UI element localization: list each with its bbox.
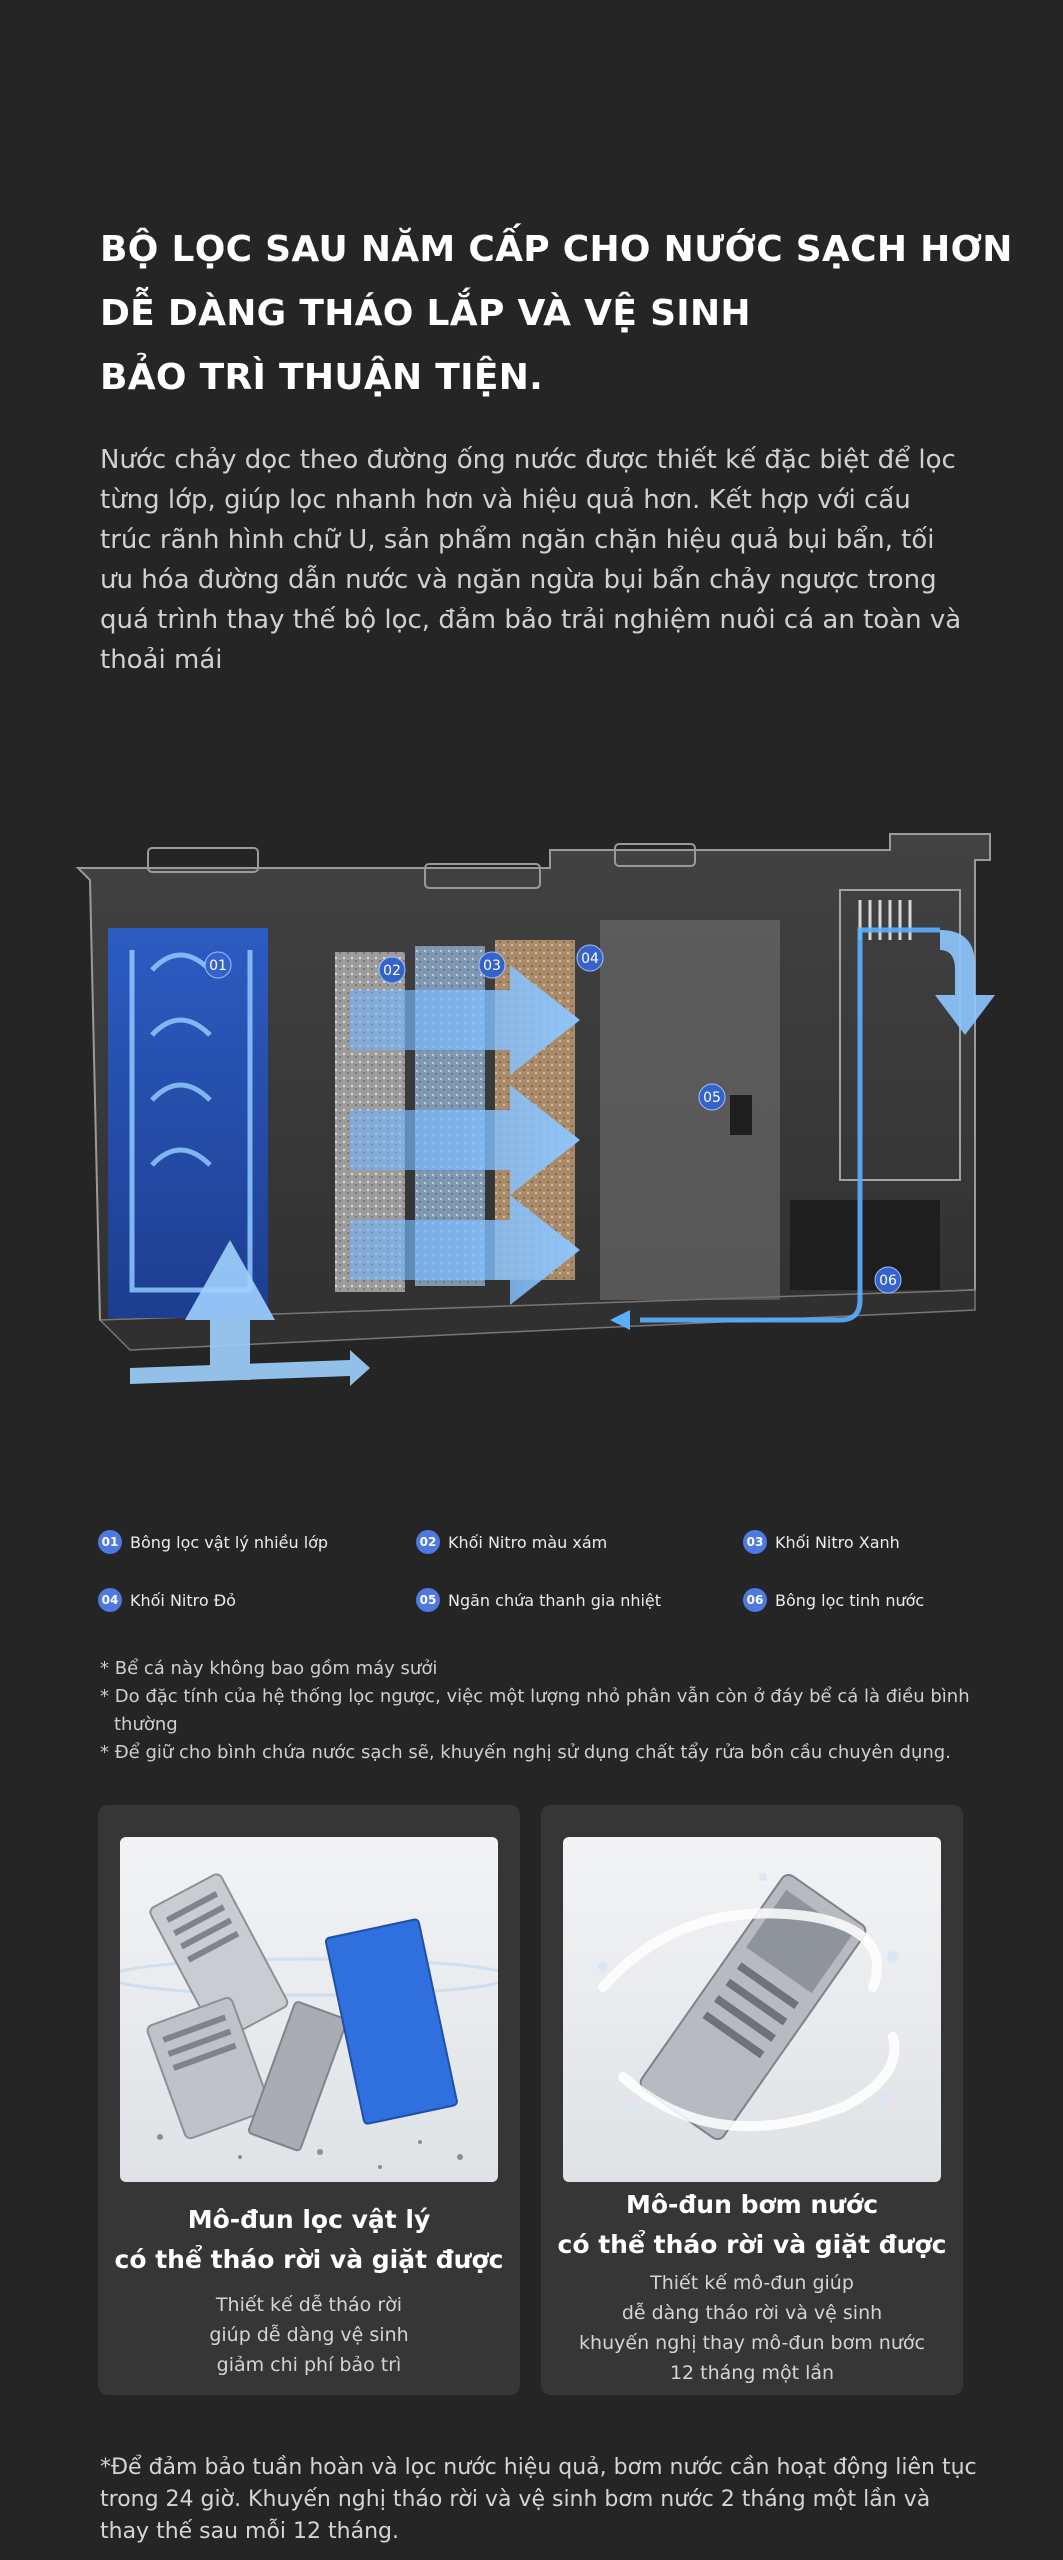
legend-item-05: 05 Ngăn chứa thanh gia nhiệt	[416, 1588, 661, 1612]
svg-text:05: 05	[703, 1090, 721, 1106]
legend-item-03: 03 Khối Nitro Xanh	[743, 1530, 900, 1554]
legend-label: Khối Nitro Đỏ	[130, 1590, 236, 1610]
feature-card-filter-module: Mô-đun lọc vật lý có thể tháo rời và giặ…	[98, 1805, 520, 2395]
note-item: * Bể cá này không bao gồm máy sưởi	[100, 1658, 438, 1679]
svg-text:02: 02	[383, 963, 401, 979]
card-title-line-2: có thể tháo rời và giặt được	[557, 2230, 947, 2259]
diagram-marker-06: 06	[874, 1266, 902, 1294]
diagram-marker-04: 04	[576, 944, 604, 972]
card-desc-line: Thiết kế dễ tháo rời	[215, 2294, 403, 2316]
legend-item-01: 01 Bông lọc vật lý nhiều lớp	[98, 1530, 328, 1554]
diagram-legend: 01 Bông lọc vật lý nhiều lớp 02 Khối Nit…	[98, 1530, 978, 1630]
card-desc-line: 12 tháng một lần	[669, 2362, 835, 2384]
card-title-line-1: Mô-đun bơm nước	[625, 2190, 879, 2219]
legend-number: 05	[416, 1588, 440, 1612]
card-desc-line: Thiết kế mô-đun giúp	[650, 2272, 854, 2294]
legend-number: 06	[743, 1588, 767, 1612]
diagram-marker-01: 01	[204, 951, 232, 979]
footer-note: *Để đảm bảo tuần hoàn và lọc nước hiệu q…	[100, 2455, 977, 2544]
pump-module-image	[563, 1837, 941, 2182]
diagram-marker-05: 05	[698, 1083, 726, 1111]
svg-text:04: 04	[581, 951, 599, 967]
headline: BỘ LỌC SAU NĂM CẤP CHO NƯỚC SẠCH HƠN DỄ …	[100, 218, 1013, 410]
legend-item-04: 04 Khối Nitro Đỏ	[98, 1588, 236, 1612]
filter-diagram-illustration: 01 02 03 04 05 06	[75, 833, 995, 1386]
card-desc-line: dễ dàng tháo rời và vệ sinh	[621, 2302, 883, 2324]
card-desc-line: khuyến nghị thay mô-đun bơm nước	[579, 2332, 925, 2354]
notes-list: * Bể cá này không bao gồm máy sưởi * Do …	[100, 1655, 1000, 1767]
legend-number: 04	[98, 1588, 122, 1612]
legend-item-06: 06 Bông lọc tinh nước	[743, 1588, 924, 1612]
legend-number: 03	[743, 1530, 767, 1554]
svg-text:01: 01	[209, 958, 227, 974]
headline-line-3: BẢO TRÌ THUẬN TIỆN.	[100, 357, 544, 398]
legend-label: Ngăn chứa thanh gia nhiệt	[448, 1590, 662, 1610]
legend-label: Bông lọc vật lý nhiều lớp	[130, 1532, 329, 1552]
filter-module-illustration	[120, 1873, 498, 2169]
card-desc-line: giảm chi phí bảo trì	[216, 2354, 402, 2376]
diagram-marker-02: 02	[378, 956, 406, 984]
card-desc-line: giúp dễ dàng vệ sinh	[209, 2324, 409, 2346]
note-item: * Để giữ cho bình chứa nước sạch sẽ, khu…	[100, 1742, 951, 1763]
svg-text:03: 03	[483, 958, 501, 974]
filter-diagram: 01 02 03 04 05 06	[70, 820, 1000, 1460]
intro-paragraph: Nước chảy dọc theo đường ống nước được t…	[100, 445, 962, 675]
legend-number: 02	[416, 1530, 440, 1554]
filter-module-image	[120, 1837, 498, 2182]
legend-number: 01	[98, 1530, 122, 1554]
legend-label: Bông lọc tinh nước	[775, 1590, 925, 1610]
legend-item-02: 02 Khối Nitro màu xám	[416, 1530, 607, 1554]
headline-line-1: BỘ LỌC SAU NĂM CẤP CHO NƯỚC SẠCH HƠN	[100, 229, 1013, 270]
card-title-line-1: Mô-đun lọc vật lý	[187, 2205, 431, 2234]
card-title-line-2: có thể tháo rời và giặt được	[114, 2245, 504, 2274]
diagram-marker-03: 03	[478, 951, 506, 979]
legend-label: Khối Nitro Xanh	[775, 1532, 900, 1552]
note-item: * Do đặc tính của hệ thống lọc ngược, vi…	[100, 1686, 970, 1735]
legend-label: Khối Nitro màu xám	[448, 1532, 608, 1552]
feature-card-pump-module: Mô-đun bơm nước có thể tháo rời và giặt …	[541, 1805, 963, 2395]
pump-module-illustration	[598, 1873, 900, 2141]
headline-line-2: DỄ DÀNG THÁO LẮP VÀ VỆ SINH	[100, 293, 751, 334]
svg-text:06: 06	[879, 1273, 897, 1289]
